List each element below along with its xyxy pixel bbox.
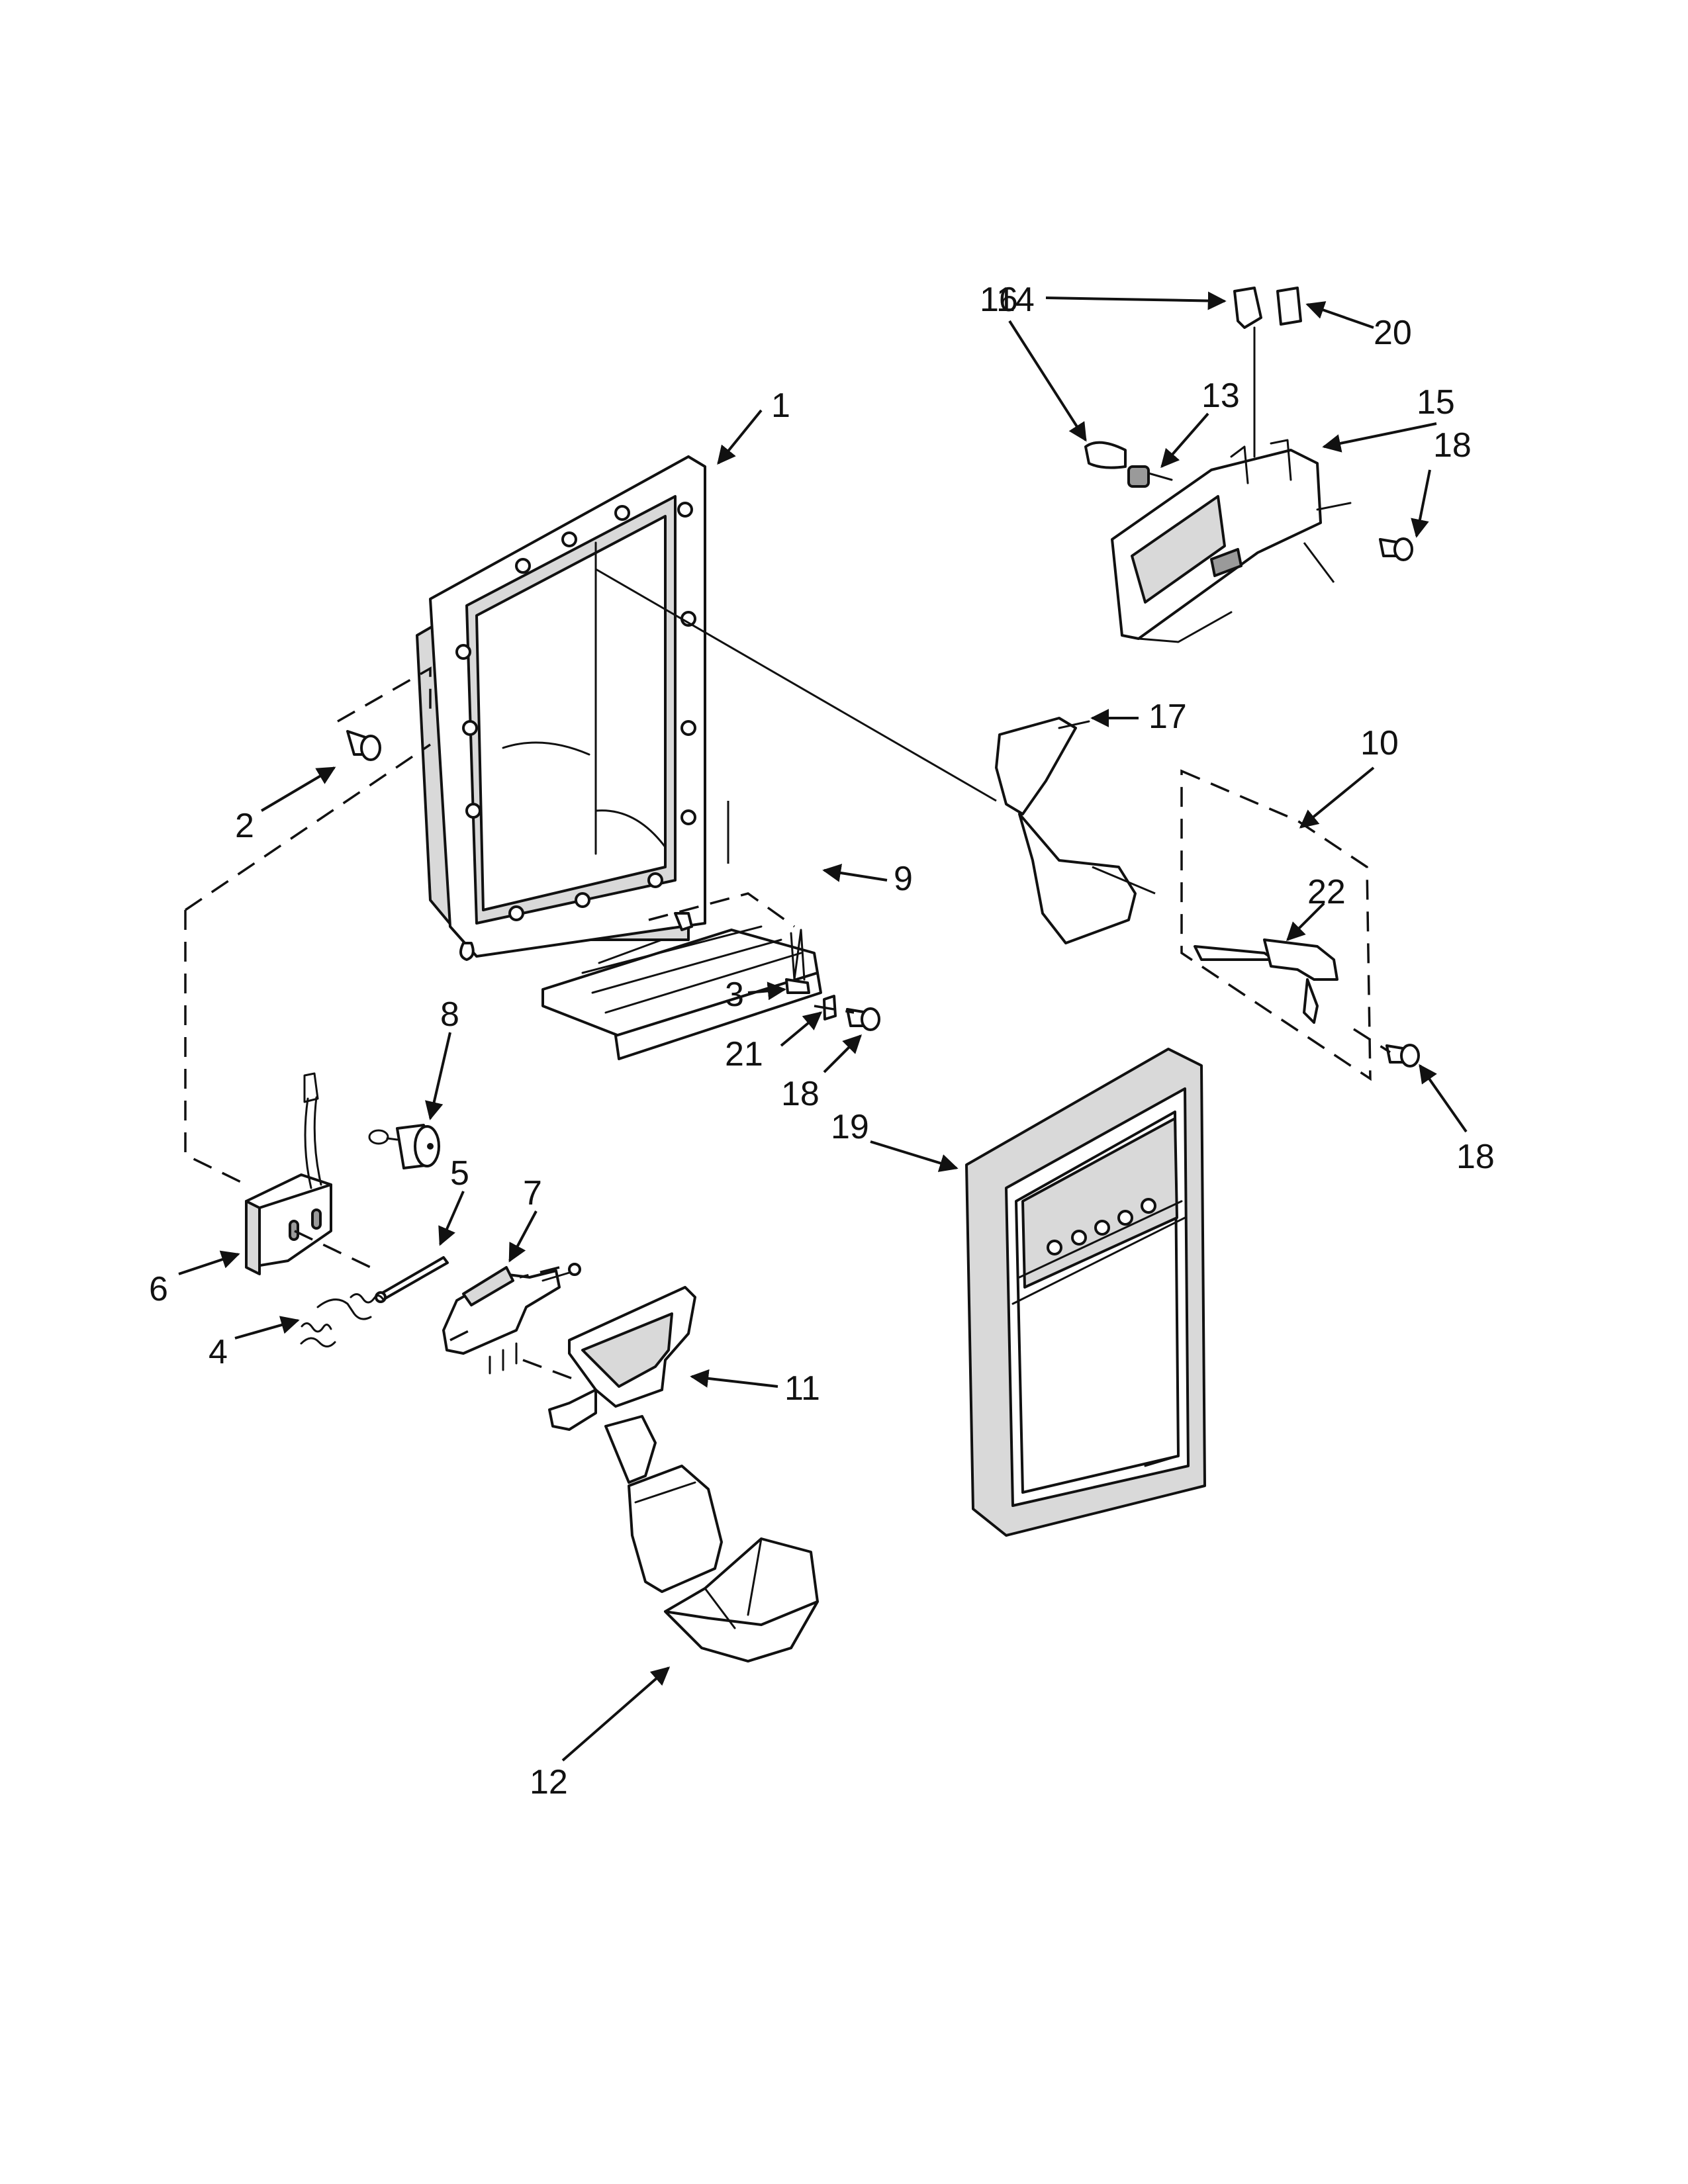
part-15-light-housing xyxy=(1111,439,1352,643)
callout-2: 2 xyxy=(235,807,254,845)
part-22-valve-arm xyxy=(1194,938,1338,1024)
callout-15: 15 xyxy=(1417,383,1455,422)
part-18-screw-c xyxy=(1385,1044,1420,1068)
callout-4: 4 xyxy=(209,1333,228,1371)
part-14-switch xyxy=(1233,287,1262,458)
part-3-spring-clip xyxy=(785,929,810,994)
callout-11: 11 xyxy=(784,1369,820,1408)
part-8-solenoid xyxy=(368,1124,440,1169)
part-17-water-lever xyxy=(995,717,1137,944)
part-12-chute xyxy=(664,1537,819,1662)
part-13-socket xyxy=(1127,465,1173,488)
callout-18a: 18 xyxy=(1433,426,1472,465)
callout-16: 16 xyxy=(980,281,1018,319)
part-19-faceplate xyxy=(965,1048,1206,1537)
callout-13: 13 xyxy=(1201,377,1240,415)
callout-8: 8 xyxy=(440,995,459,1034)
assembly-lines xyxy=(184,542,1391,1381)
callout-6: 6 xyxy=(149,1270,168,1308)
part-5-pin xyxy=(375,1256,449,1303)
callout-leaders xyxy=(178,291,1468,1762)
callout-21: 21 xyxy=(725,1035,763,1073)
callout-20: 20 xyxy=(1374,314,1412,352)
callout-18b: 18 xyxy=(781,1075,820,1113)
part-7-bracket xyxy=(442,1263,581,1375)
part-2-screw xyxy=(346,730,381,761)
part-6-actuator xyxy=(245,1072,332,1275)
callout-19: 19 xyxy=(831,1108,869,1146)
callout-14: 14 xyxy=(996,281,1035,319)
callout-labels: 1 2 3 4 5 6 7 8 9 10 11 12 13 14 15 16 1… xyxy=(149,281,1495,1801)
callout-12: 12 xyxy=(530,1763,568,1801)
callout-3: 3 xyxy=(725,976,744,1014)
callout-18c: 18 xyxy=(1456,1138,1495,1176)
part-16-bulb xyxy=(1084,441,1127,469)
part-20-insulator xyxy=(1276,287,1302,326)
part-18-screw-a xyxy=(1379,537,1413,561)
callout-9: 9 xyxy=(894,860,913,898)
callout-1: 1 xyxy=(771,387,790,425)
part-1-housing xyxy=(416,455,706,961)
callout-22: 22 xyxy=(1307,873,1346,911)
callout-7: 7 xyxy=(523,1174,542,1212)
callout-10: 10 xyxy=(1360,724,1399,762)
part-4-springs xyxy=(300,1293,385,1347)
callout-5: 5 xyxy=(450,1154,469,1193)
part-11-ice-lever xyxy=(548,1286,723,1593)
part-9-drip-tray xyxy=(541,925,822,1060)
callout-17: 17 xyxy=(1149,698,1187,736)
